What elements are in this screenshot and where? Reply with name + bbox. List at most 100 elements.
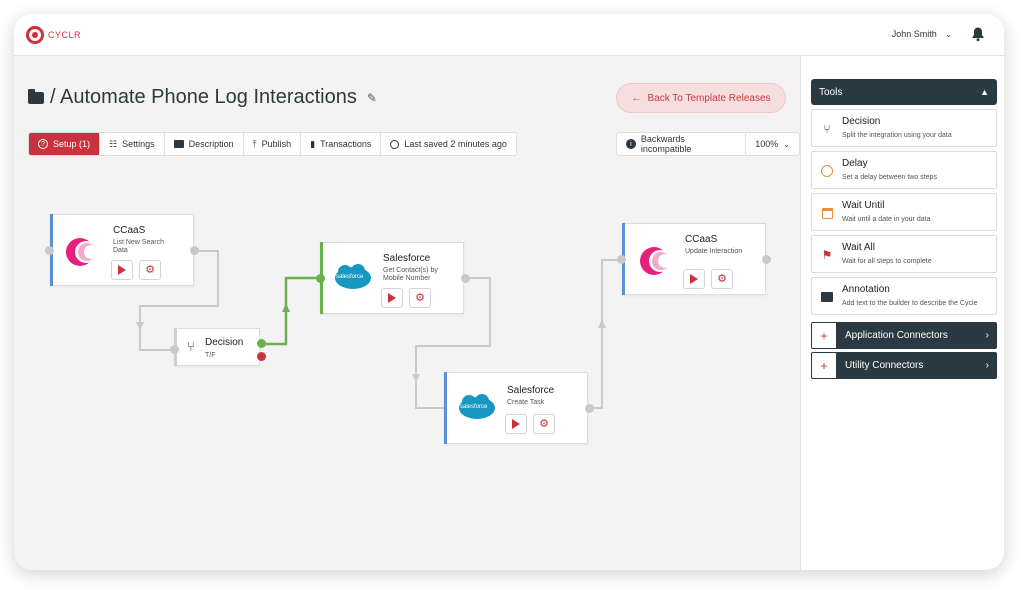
play-icon: [118, 265, 126, 275]
step-output-port[interactable]: [461, 274, 470, 283]
compatibility-status[interactable]: i Backwards incompatible: [617, 133, 747, 155]
tool-title: Delay: [842, 158, 868, 169]
app-window: CYCLR John Smith ⌄ / Automate Phone Log …: [14, 14, 1004, 570]
plus-icon: +: [811, 322, 837, 349]
step-ccaas-update-interaction[interactable]: CCaaS Update Interaction ⚙: [622, 223, 766, 295]
tab-label: Transactions: [320, 139, 372, 149]
tool-delay[interactable]: Delay Set a delay between two steps: [811, 151, 997, 189]
bar-chart-icon: ▮: [310, 138, 316, 149]
ccaas-logo-icon: [640, 247, 669, 275]
edit-pencil-icon[interactable]: ✎: [366, 90, 377, 105]
gear-icon: ⚙: [539, 417, 549, 430]
arrow-up-icon: [598, 319, 606, 328]
tool-title: Wait All: [842, 242, 875, 253]
plus-icon: +: [811, 352, 837, 379]
cycle-toolbar: ? Setup (1) ☷ Settings Description ⤒ Pub…: [28, 132, 517, 156]
step-settings-button[interactable]: ⚙: [409, 288, 431, 308]
back-to-template-releases-button[interactable]: ← Back To Template Releases: [616, 83, 786, 113]
connection-lines: [136, 250, 622, 409]
salesforce-logo-text: salesforce: [460, 404, 488, 410]
chevron-down-icon: ⌄: [945, 30, 952, 39]
step-ccaas-list-new-search[interactable]: CCaaS List New Search Data ⚙: [50, 214, 194, 286]
step-subtitle: Mobile Number: [383, 275, 431, 282]
step-decision[interactable]: ⑂ Decision T/F: [174, 328, 260, 366]
decision-false-port[interactable]: [257, 352, 266, 361]
step-input-port[interactable]: [170, 345, 179, 354]
step-accent-bar: [444, 372, 447, 444]
step-subtitle: Create Task: [507, 399, 545, 406]
builder-canvas[interactable]: / Automate Phone Log Interactions ✎ ← Ba…: [14, 56, 800, 570]
info-icon: i: [626, 139, 636, 149]
step-salesforce-get-contacts[interactable]: salesforce Salesforce Get Contact(s) by …: [320, 242, 464, 314]
play-icon: [690, 274, 698, 284]
step-subtitle: Data: [113, 247, 128, 254]
step-input-port[interactable]: [617, 255, 626, 264]
step-subtitle: T/F: [205, 352, 216, 359]
play-icon: [512, 419, 520, 429]
step-output-port[interactable]: [762, 255, 771, 264]
tool-wait-until[interactable]: Wait Until Wait until a date in your dat…: [811, 193, 997, 231]
connector-decision-to-salesforce: [261, 276, 320, 346]
tool-description: Wait until a date in your data: [842, 216, 931, 223]
step-subtitle: Get Contact(s) by: [383, 267, 438, 274]
tools-header[interactable]: Tools ▲: [811, 79, 997, 105]
chevron-right-icon: ›: [985, 330, 989, 341]
tab-publish[interactable]: ⤒ Publish: [244, 133, 302, 155]
step-title: Salesforce: [507, 385, 555, 396]
connector-group-label: Utility Connectors ›: [837, 352, 997, 379]
run-step-button[interactable]: [381, 288, 403, 308]
run-step-button[interactable]: [111, 260, 133, 280]
user-menu[interactable]: John Smith ⌄: [892, 29, 952, 39]
tab-description[interactable]: Description: [165, 133, 244, 155]
logo-mark-icon: [26, 26, 44, 44]
tab-transactions[interactable]: ▮ Transactions: [301, 133, 382, 155]
zoom-select[interactable]: 100% ⌄: [746, 133, 799, 155]
chevron-up-icon: ▲: [980, 87, 989, 97]
step-input-port[interactable]: [316, 274, 325, 283]
chevron-right-icon: ›: [985, 360, 989, 371]
tab-setup[interactable]: ? Setup (1): [29, 133, 101, 155]
step-settings-button[interactable]: ⚙: [533, 414, 555, 434]
step-title: Decision: [205, 337, 244, 348]
tool-description: Wait for all steps to complete: [842, 258, 932, 265]
page-title: / Automate Phone Log Interactions ✎: [28, 86, 377, 109]
cyclr-logo[interactable]: CYCLR: [26, 26, 81, 44]
calendar-icon: [820, 206, 834, 220]
connector-create-task-to-ccaas: [589, 259, 622, 409]
tool-wait-all[interactable]: ⚑ Wait All Wait for all steps to complet…: [811, 235, 997, 273]
step-settings-button[interactable]: ⚙: [139, 260, 161, 280]
tab-settings[interactable]: ☷ Settings: [100, 133, 165, 155]
step-output-port[interactable]: [585, 404, 594, 413]
note-icon: [820, 290, 834, 304]
salesforce-logo-icon: [459, 394, 495, 419]
application-connectors-toggle[interactable]: + Application Connectors ›: [811, 322, 997, 349]
step-salesforce-create-task[interactable]: salesforce Salesforce Create Task ⚙: [444, 372, 588, 444]
run-step-button[interactable]: [683, 269, 705, 289]
last-saved-label: Last saved 2 minutes ago: [404, 139, 507, 149]
fork-icon: ⑂: [187, 339, 195, 354]
step-input-port[interactable]: [45, 246, 54, 255]
decision-true-port[interactable]: [257, 339, 266, 348]
connector-salesforce-to-create-task: [415, 277, 491, 409]
arrow-up-icon: [282, 303, 290, 312]
tool-title: Annotation: [842, 284, 890, 295]
step-subtitle: List New Search: [113, 239, 164, 246]
flag-icon: ⚑: [821, 248, 833, 262]
tool-decision[interactable]: ⑂ Decision Split the integration using y…: [811, 109, 997, 147]
step-settings-button[interactable]: ⚙: [711, 269, 733, 289]
chevron-down-icon: ⌄: [783, 139, 790, 149]
zoom-value: 100%: [755, 139, 779, 149]
user-name: John Smith: [891, 29, 937, 39]
cycle-title: / Automate Phone Log Interactions: [50, 86, 357, 108]
tool-title: Decision: [842, 116, 881, 127]
tool-description: Split the integration using your data: [842, 132, 952, 139]
step-output-port[interactable]: [190, 246, 199, 255]
run-step-button[interactable]: [505, 414, 527, 434]
connector-ccaas-to-decision: [139, 250, 219, 351]
play-icon: [388, 293, 396, 303]
tool-annotation[interactable]: Annotation Add text to the builder to de…: [811, 277, 997, 315]
status-toolbar: i Backwards incompatible 100% ⌄: [616, 132, 800, 156]
utility-connectors-toggle[interactable]: + Utility Connectors ›: [811, 352, 997, 379]
notification-bell-icon[interactable]: [970, 26, 986, 42]
step-title: CCaaS: [113, 225, 146, 236]
